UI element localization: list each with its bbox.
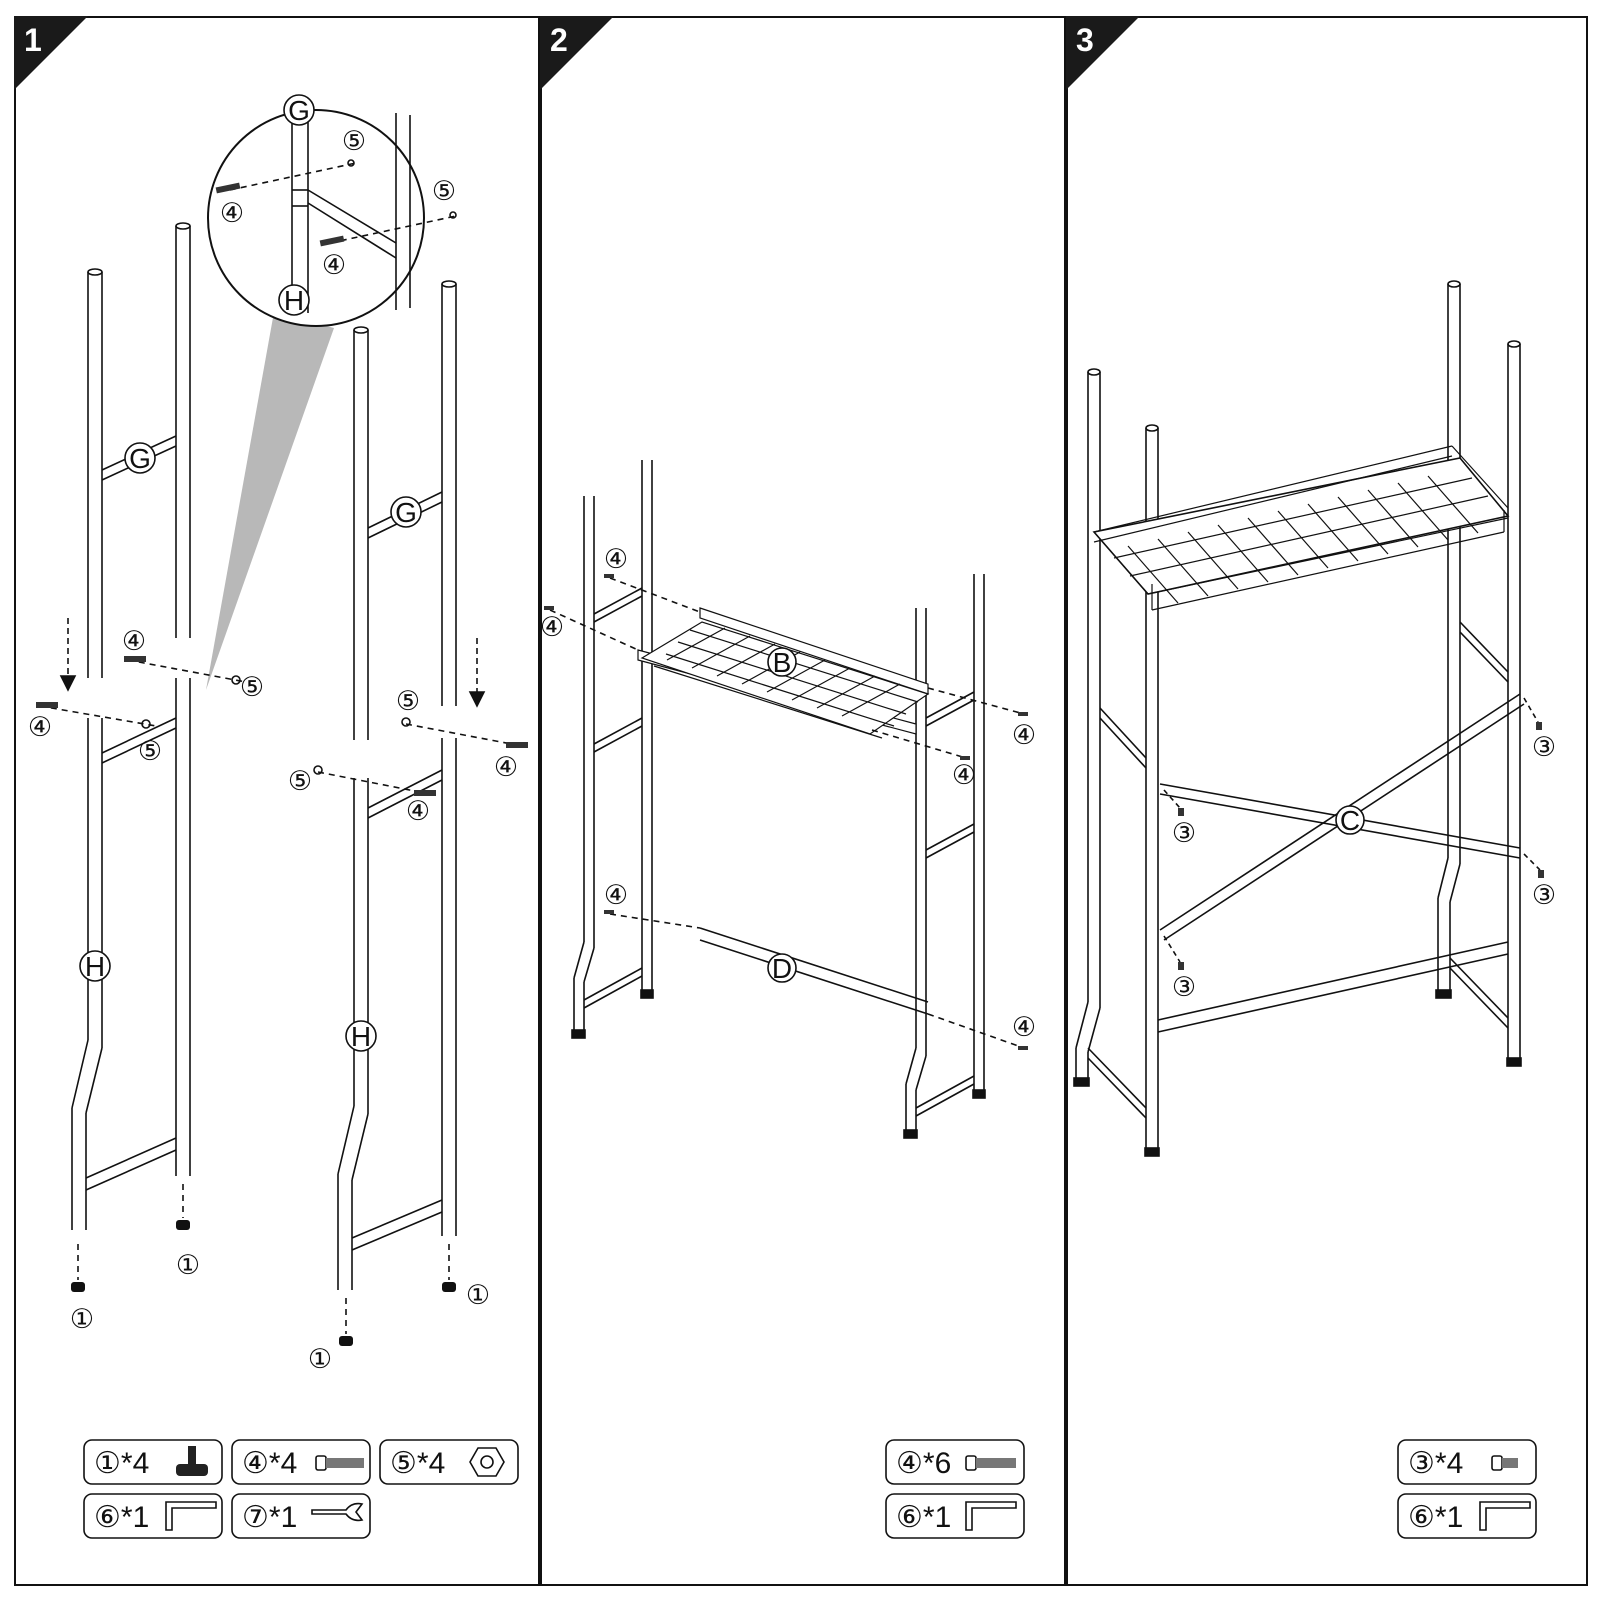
step-2-diagram: B D ④ ④ <box>540 460 1036 1539</box>
svg-text:③*4: ③*4 <box>1408 1447 1463 1480</box>
parts-item: ⑦*1 <box>231 1493 371 1539</box>
left-upper-frame-g: G <box>87 222 191 678</box>
right-lower-frame-h: H <box>337 738 457 1290</box>
callout: ① <box>70 1304 94 1334</box>
step-3-diagram: C ③ ③ ③ ③ ③*4 <box>1073 280 1556 1539</box>
foot-pads <box>71 1220 456 1346</box>
inset-label-g: G <box>288 95 310 126</box>
callout: ④ <box>122 626 146 656</box>
wire-basket <box>1092 445 1510 611</box>
inset-callout-nut: ⑤ <box>342 126 366 156</box>
callout: ⑤ <box>240 672 264 702</box>
callout: ⑤ <box>396 686 420 716</box>
svg-text:⑥*1: ⑥*1 <box>94 1501 149 1534</box>
step-2-panel: 2 <box>540 16 1066 1586</box>
parts-item: ⑥*1 <box>83 1493 223 1539</box>
svg-text:⑥*1: ⑥*1 <box>1408 1501 1463 1534</box>
crossbar-d: D <box>699 927 929 1015</box>
step-badge <box>540 16 614 90</box>
parts-item: ③*4 <box>1397 1439 1537 1485</box>
callout: ④ <box>494 752 518 782</box>
part-label-b: B <box>773 647 792 678</box>
svg-text:⑥*1: ⑥*1 <box>896 1501 951 1534</box>
inset-callout-nut: ⑤ <box>432 176 456 206</box>
part-label-h: H <box>351 1021 371 1052</box>
callout: ③ <box>1172 972 1196 1002</box>
bolt-icon <box>315 1455 364 1471</box>
step-number: 3 <box>1076 22 1094 58</box>
fastener-guides <box>549 577 1025 1049</box>
inset-label-h: H <box>284 285 304 316</box>
parts-list: ④*6 ⑥*1 <box>885 1439 1025 1539</box>
parts-item: ④*6 <box>885 1439 1025 1485</box>
short-bolt-icon <box>1491 1455 1518 1471</box>
inset-callout-bolt: ④ <box>322 250 346 280</box>
svg-text:①*4: ①*4 <box>94 1447 149 1480</box>
allen-key-icon <box>165 1501 217 1531</box>
left-frame <box>1073 368 1160 1157</box>
part-label-c: C <box>1340 805 1360 836</box>
hex-nut-icon <box>469 1447 505 1477</box>
svg-text:⑦*1: ⑦*1 <box>242 1501 297 1534</box>
callout: ⑤ <box>288 766 312 796</box>
svg-text:④*4: ④*4 <box>242 1447 297 1480</box>
wire-basket-b: B <box>637 607 930 739</box>
allen-key-icon <box>965 1501 1017 1531</box>
inset-callout-bolt: ④ <box>220 198 244 228</box>
step-badge <box>14 16 88 90</box>
right-upper-frame-g: G <box>353 280 457 740</box>
svg-text:⑤*4: ⑤*4 <box>390 1447 445 1480</box>
callout: ③ <box>1532 732 1556 762</box>
callout: ④ <box>406 796 430 826</box>
step-1-panel: 1 G H ⑤ ④ <box>14 16 540 1586</box>
step-number: 1 <box>24 22 42 58</box>
callout: ⑤ <box>138 736 162 766</box>
callout: ③ <box>1172 818 1196 848</box>
part-label-g: G <box>129 443 151 474</box>
fastener-guides <box>1163 697 1541 963</box>
callout: ① <box>466 1280 490 1310</box>
callout: ① <box>308 1344 332 1374</box>
callout: ③ <box>1532 880 1556 910</box>
parts-item: ⑤*4 <box>379 1439 519 1485</box>
cross-brace-c: C <box>1159 693 1525 941</box>
callout: ④ <box>542 612 564 642</box>
step-badge <box>1066 16 1140 90</box>
step-1-diagram: G H ⑤ ④ ⑤ ④ G <box>28 94 528 1539</box>
right-frame <box>1435 280 1522 1067</box>
parts-item: ⑥*1 <box>885 1493 1025 1539</box>
callout: ① <box>176 1250 200 1280</box>
bolt-icon <box>965 1455 1016 1471</box>
zoom-cone <box>206 312 334 690</box>
fastener-guides <box>39 659 523 1334</box>
left-lower-frame-h: H <box>71 678 191 1230</box>
parts-item: ①*4 <box>83 1439 223 1485</box>
step-3-panel: 3 <box>1066 16 1588 1586</box>
svg-text:④*6: ④*6 <box>896 1447 951 1480</box>
part-label-h: H <box>85 951 105 982</box>
parts-item: ④*4 <box>231 1439 371 1485</box>
callout: ④ <box>1012 720 1036 750</box>
right-frame <box>903 574 986 1139</box>
callout: ④ <box>28 712 52 742</box>
parts-list: ①*4 ④*4 ⑤*4 <box>83 1439 519 1539</box>
parts-list: ③*4 ⑥*1 <box>1397 1439 1537 1539</box>
allen-key-icon <box>1479 1501 1531 1531</box>
part-label-d: D <box>772 953 792 984</box>
callout: ④ <box>1012 1012 1036 1042</box>
part-label-g: G <box>395 497 417 528</box>
callout: ④ <box>604 880 628 910</box>
step-number: 2 <box>550 22 568 58</box>
foot-pad-icon <box>176 1446 208 1476</box>
parts-item: ⑥*1 <box>1397 1493 1537 1539</box>
callout: ④ <box>604 544 628 574</box>
left-frame <box>571 460 654 1039</box>
callout: ④ <box>952 760 976 790</box>
detail-inset: G H ⑤ ④ ⑤ ④ <box>207 94 457 327</box>
wrench-icon <box>311 1502 364 1522</box>
